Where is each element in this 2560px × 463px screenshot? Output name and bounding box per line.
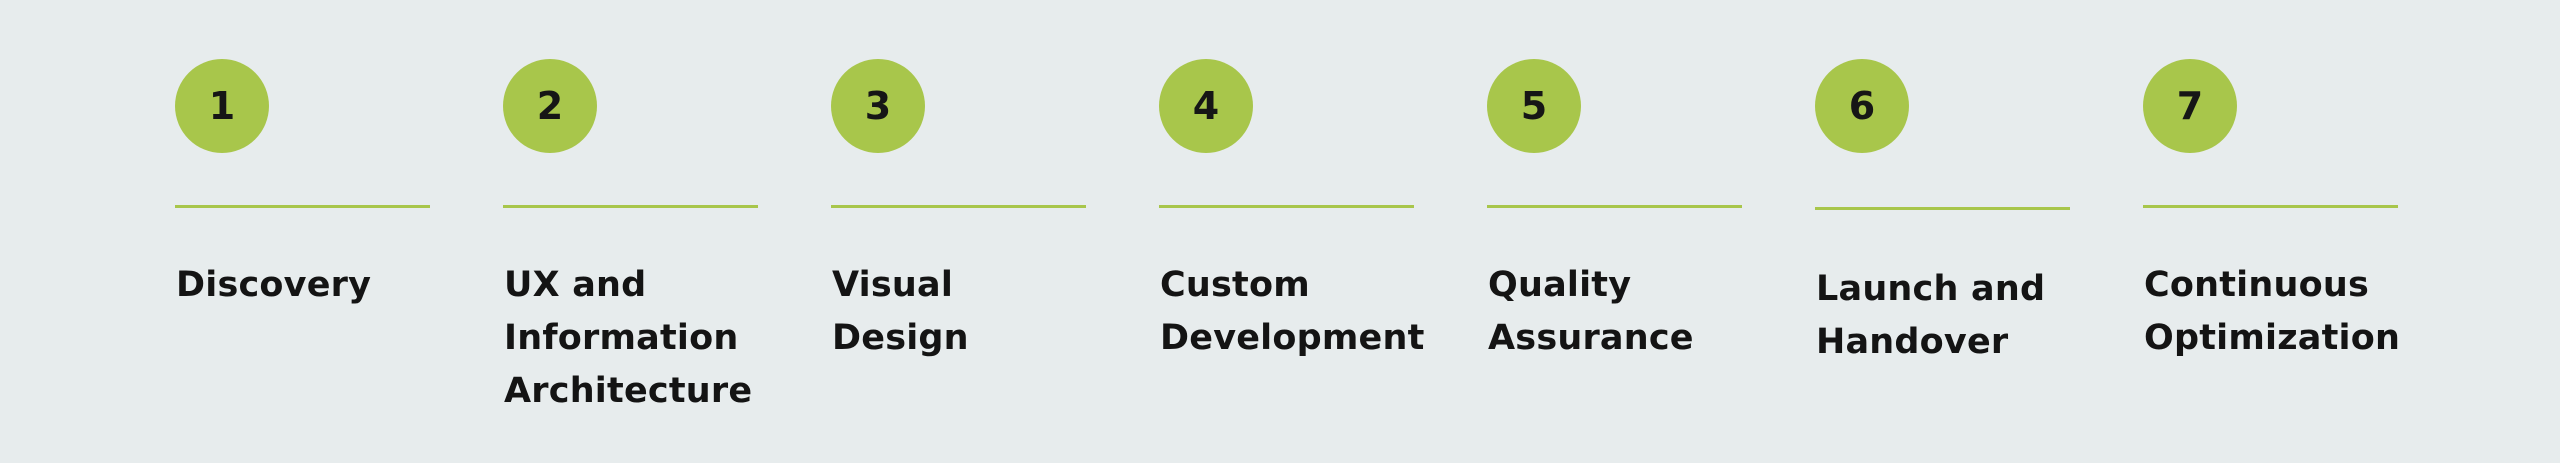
step-7-divider bbox=[2143, 205, 2398, 208]
step-4-label: Custom Development bbox=[1160, 265, 1425, 358]
step-6-divider bbox=[1815, 207, 2070, 210]
step-5: 5 Quality Assurance bbox=[1487, 0, 1747, 463]
step-7-label: Continuous Optimization bbox=[2144, 265, 2401, 358]
step-4-number-badge: 4 bbox=[1159, 59, 1253, 153]
step-2: 2 UX and Information Architecture bbox=[503, 0, 763, 463]
step-3-number-badge: 3 bbox=[831, 59, 925, 153]
step-1-number-badge: 1 bbox=[175, 59, 269, 153]
step-4: 4 Custom Development bbox=[1159, 0, 1425, 463]
step-5-number-badge: 5 bbox=[1487, 59, 1581, 153]
step-3-divider bbox=[831, 205, 1086, 208]
step-5-divider bbox=[1487, 205, 1742, 208]
step-7: 7 Continuous Optimization bbox=[2143, 0, 2403, 463]
step-6-label: Launch and Handover bbox=[1816, 269, 2046, 362]
step-1-label: Discovery bbox=[176, 265, 372, 305]
step-6-number-badge: 6 bbox=[1815, 59, 1909, 153]
step-3-label: Visual Design bbox=[832, 265, 969, 358]
step-1: 1 Discovery bbox=[175, 0, 435, 463]
step-6: 6 Launch and Handover bbox=[1815, 0, 2075, 463]
step-2-label: UX and Information Architecture bbox=[504, 265, 753, 411]
step-1-divider bbox=[175, 205, 430, 208]
step-7-number-badge: 7 bbox=[2143, 59, 2237, 153]
step-3: 3 Visual Design bbox=[831, 0, 1091, 463]
step-5-label: Quality Assurance bbox=[1488, 265, 1694, 358]
step-2-divider bbox=[503, 205, 758, 208]
step-4-divider bbox=[1159, 205, 1414, 208]
step-2-number-badge: 2 bbox=[503, 59, 597, 153]
